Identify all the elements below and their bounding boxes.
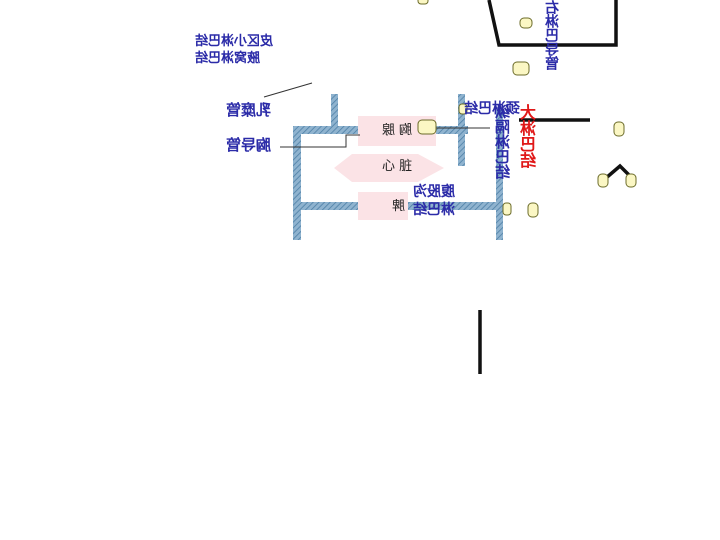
right-column-label-3: 大淋巴结 <box>522 104 538 188</box>
aortic-lymph-label: 腹股沟淋巴结 <box>405 183 455 219</box>
top-right-label: 右淋巴导管 <box>546 0 560 40</box>
skin-lymph-pointer <box>264 83 312 97</box>
right-column-label-2: 纵隔淋巴结 <box>496 104 511 188</box>
thymus-label: 胸 腺 <box>382 124 412 137</box>
lymph-node <box>520 18 532 28</box>
skin-lymph-label-2: 腋窝淋巴结 <box>195 52 260 65</box>
lymph-node <box>598 174 608 187</box>
lymph-node <box>503 203 511 215</box>
lymph-node <box>626 174 636 187</box>
lymph-node <box>614 122 624 136</box>
lymph-node <box>528 203 538 217</box>
lymph-node <box>513 62 529 75</box>
spleen-label: 脾 <box>392 200 405 213</box>
vessel-left-vertical <box>293 128 301 240</box>
thoracic-duct-label: 胸导管 <box>226 138 271 153</box>
vessel-upper-left-vertical <box>331 94 338 134</box>
lymph-node <box>418 120 436 134</box>
lymph-node <box>418 0 428 4</box>
skin-lymph-label-1: 皮区小淋巴结 <box>195 35 273 48</box>
lymph-duct-label: 乳糜管 <box>226 103 271 118</box>
thoracic-duct-pointer <box>280 135 360 147</box>
heart-label: 心 脏 <box>382 160 412 173</box>
